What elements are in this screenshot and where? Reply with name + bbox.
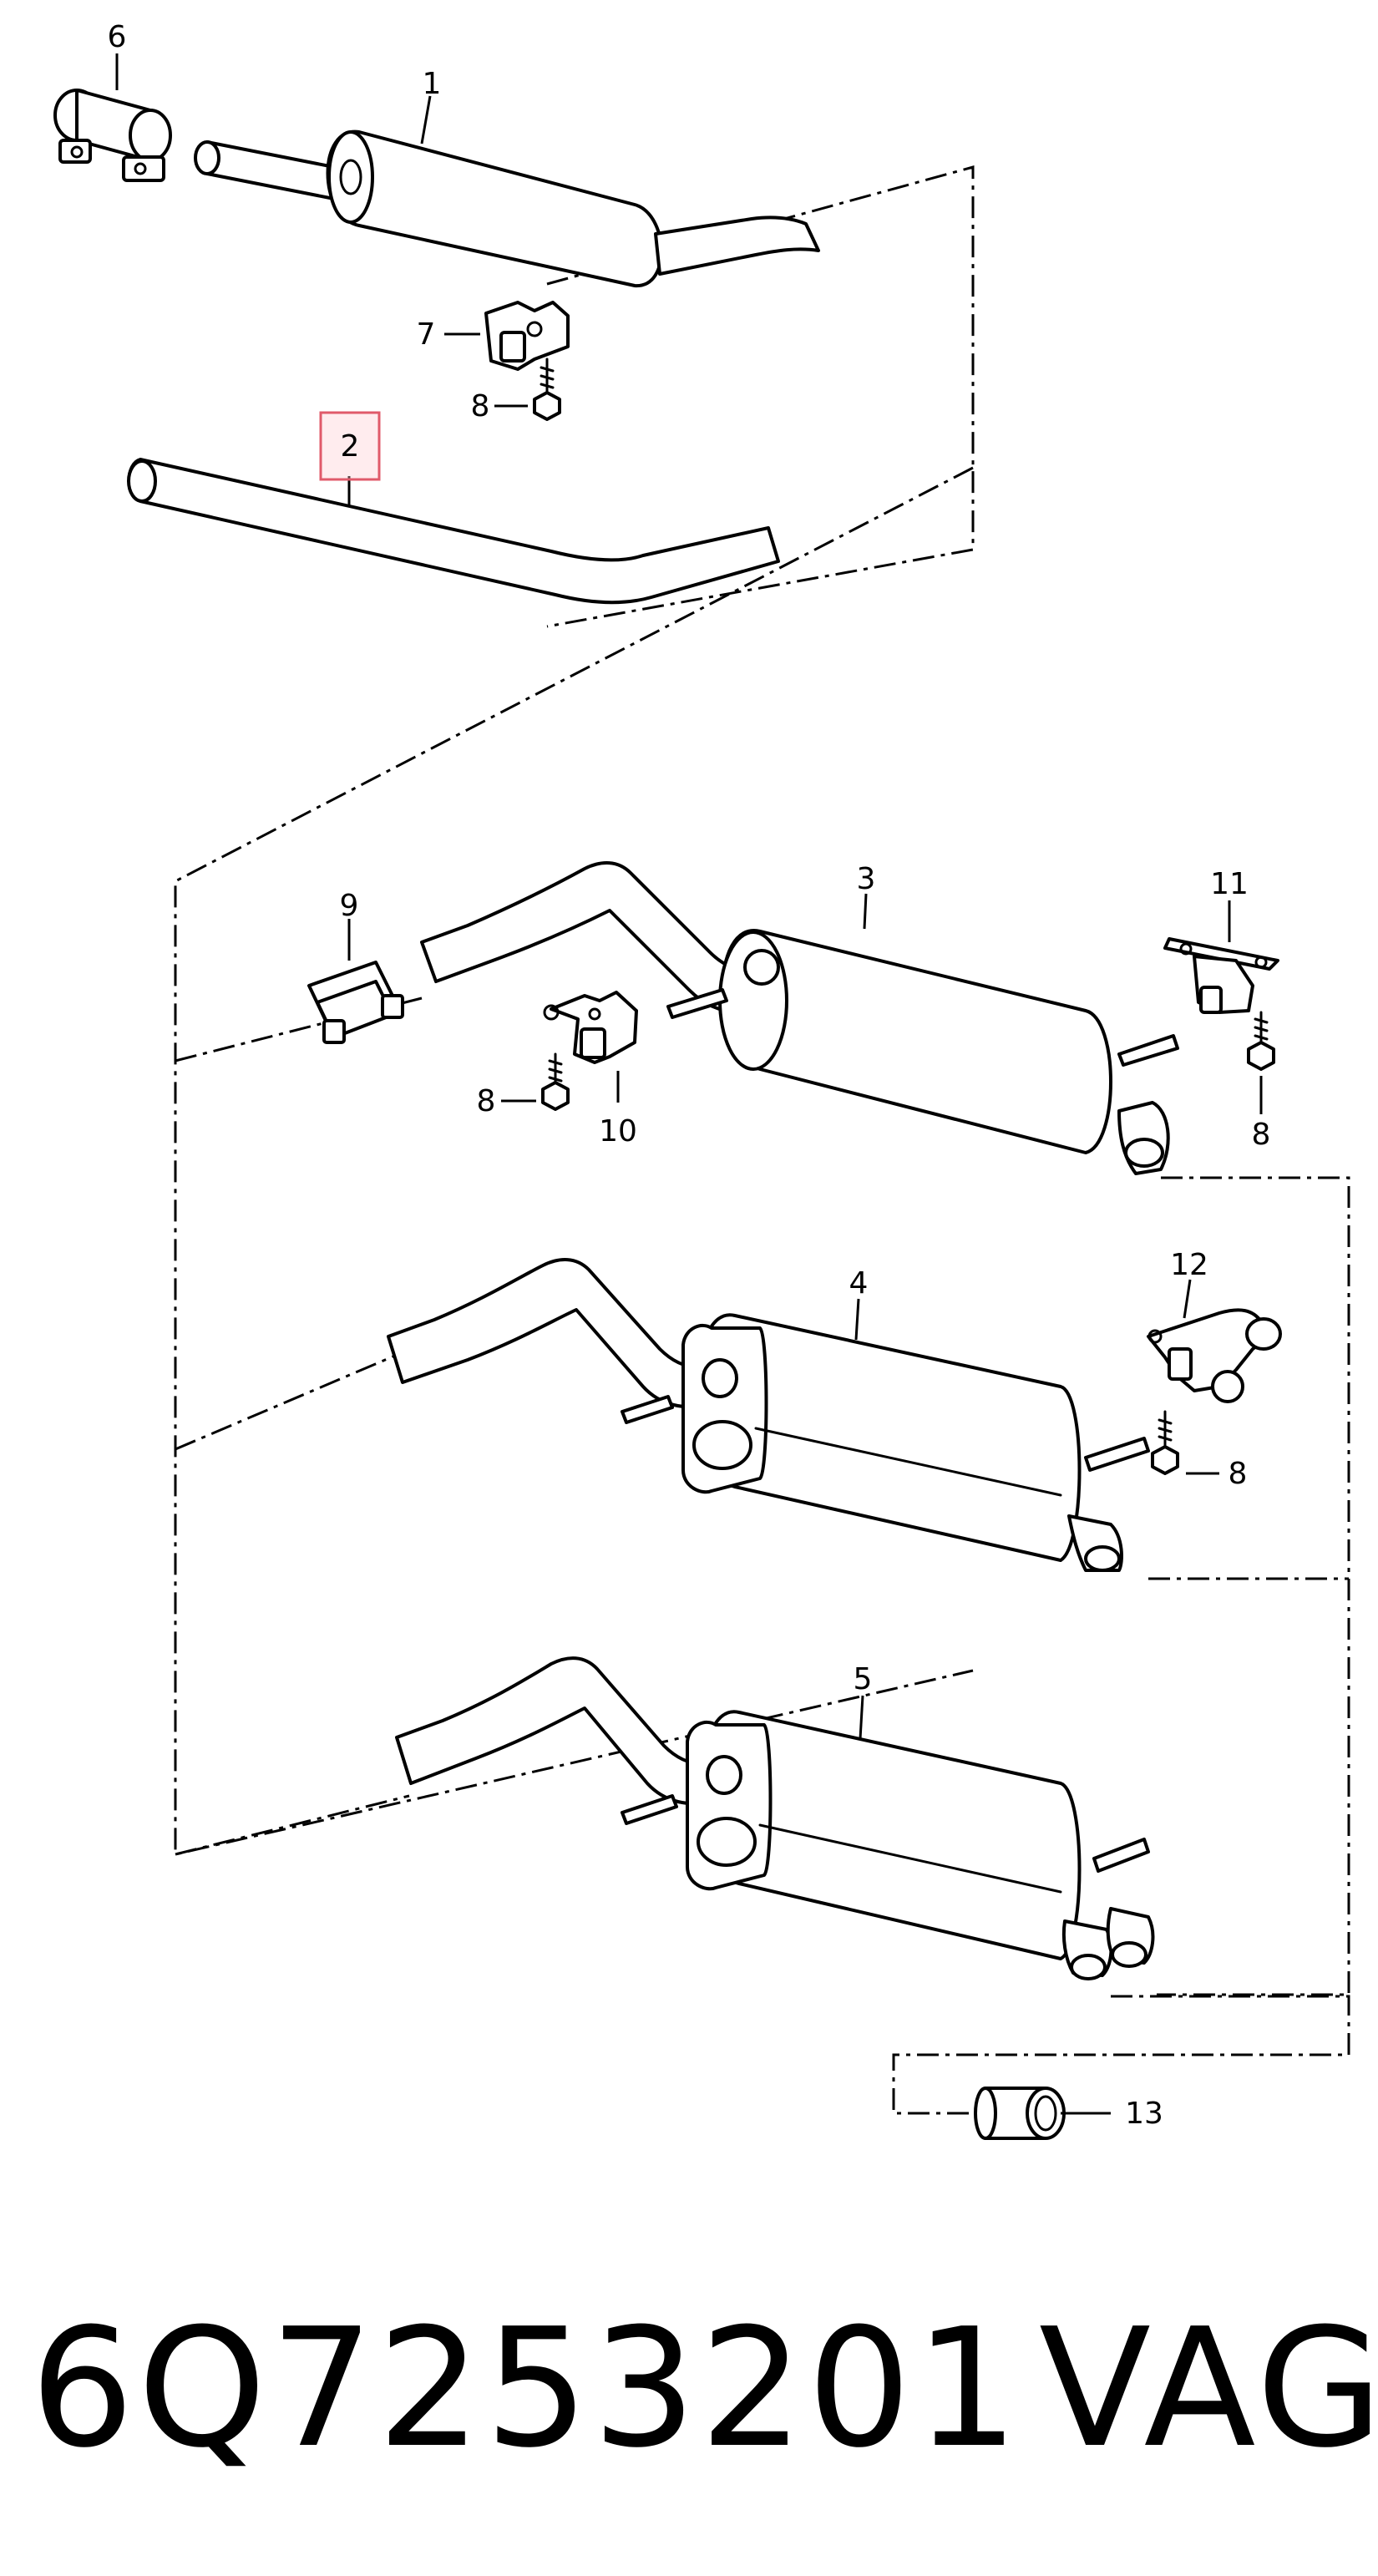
callout-8d: 8 [1229,1457,1248,1491]
group-outlines [174,165,1350,2115]
part-number: 6Q7253201 [30,2294,1022,2484]
exhaust-system-diagram: 6 1 7 8 2 9 3 11 8 10 8 4 12 8 5 13 [53,20,1350,2140]
part-6-clamp [53,89,172,182]
brand-name: VAG [1039,2294,1378,2484]
part-8-bolt-b [541,1052,570,1111]
highlight-box-2 [319,411,381,481]
callout-13: 13 [1125,2097,1163,2131]
part-2-pipe [127,458,780,605]
part-8-bolt-a [533,357,561,421]
part-number-footer: 6Q7253201 VAG [30,2293,1378,2485]
part-5-rear-silencer [395,1656,1155,1980]
callout-2: 2 [341,429,360,464]
callout-4: 4 [849,1266,869,1301]
part-3-rear-silencer [420,861,1179,1175]
callout-5: 5 [854,1662,873,1696]
callout-3: 3 [857,862,876,896]
leader-lines [115,53,1263,2115]
part-11-hanger [1163,937,1279,1014]
part-1-front-silencer [194,129,820,288]
part-12-hanger [1147,1308,1282,1403]
callout-7: 7 [417,317,436,352]
callout-10: 10 [599,1114,637,1149]
callout-9: 9 [340,889,359,923]
part-4-rear-silencer [387,1258,1150,1572]
callout-8b: 8 [477,1084,496,1118]
callout-1: 1 [423,67,442,101]
callout-6: 6 [108,20,127,54]
part-8-bolt-c [1247,1011,1275,1071]
callout-8a: 8 [471,389,490,423]
callout-8c: 8 [1252,1118,1271,1152]
part-8-bolt-d [1151,1410,1179,1475]
callout-12: 12 [1170,1248,1208,1282]
part-10-bracket [543,991,638,1064]
part-7-bracket [484,301,570,371]
part-9-clamp [307,961,404,1044]
callout-11: 11 [1210,867,1249,901]
part-13-tailpipe-trim [974,2087,1066,2140]
